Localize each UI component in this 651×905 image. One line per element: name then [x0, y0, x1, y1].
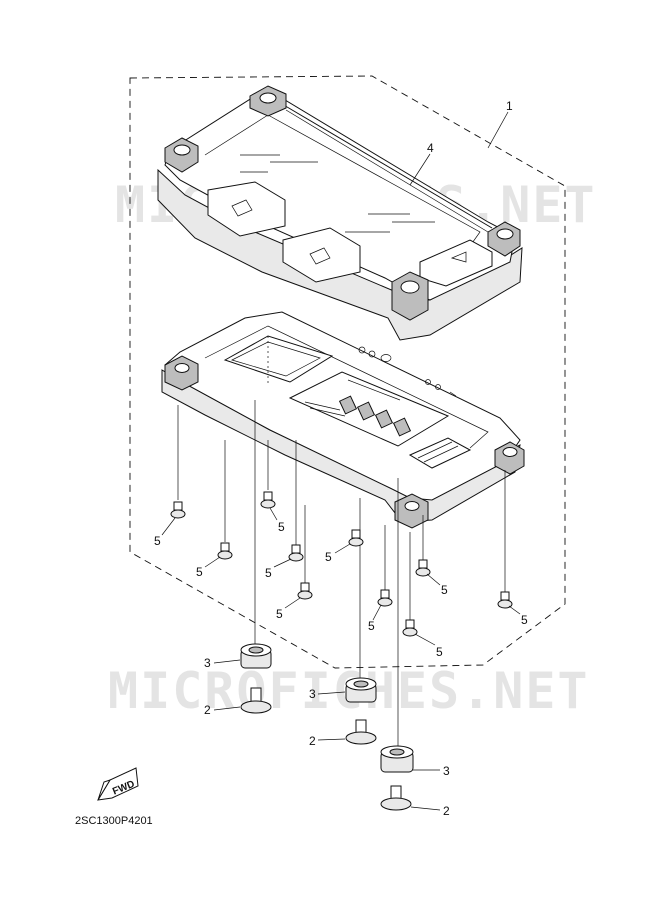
cover-rim-inner [285, 109, 489, 233]
callout-3: 3 [204, 656, 211, 670]
callout-3: 3 [309, 687, 316, 701]
grommet-2 [345, 677, 377, 703]
meter-case [161, 311, 525, 529]
callout-5: 5 [265, 566, 272, 580]
callout-2: 2 [204, 703, 211, 717]
fwd-arrow-icon: FWD [97, 767, 139, 801]
collar-3 [380, 785, 412, 811]
lcd-digits [304, 379, 412, 437]
callout-5: 5 [154, 534, 161, 548]
leader-lines [161, 111, 521, 811]
screw [297, 582, 313, 600]
callout-5: 5 [436, 645, 443, 659]
callout-3: 3 [443, 764, 450, 778]
screw-group [170, 491, 513, 637]
callout-2: 2 [309, 734, 316, 748]
callout-5: 5 [368, 619, 375, 633]
cover-boss-right [487, 221, 521, 257]
screw [288, 544, 304, 562]
callout-5: 5 [278, 520, 285, 534]
screw [260, 491, 276, 509]
grommet-1 [240, 643, 272, 669]
case-boss-bottom [394, 493, 429, 529]
lcd-window-left [223, 335, 334, 383]
case-boss-right [494, 441, 525, 475]
screw [497, 591, 513, 609]
assembly-boundary [129, 75, 566, 669]
screw [170, 501, 186, 519]
cover-markings [240, 154, 435, 233]
screw [217, 542, 233, 560]
cover-boss-left [164, 137, 199, 173]
screw [348, 529, 364, 547]
cover-boss-top [249, 85, 287, 117]
meter-cover [157, 85, 523, 341]
cover-rim [281, 103, 493, 229]
case-inner-edge [204, 325, 489, 449]
collar-1 [240, 687, 272, 714]
callout-5: 5 [196, 565, 203, 579]
assembly-guide-lines [177, 336, 506, 752]
indicator-lamps [358, 346, 457, 397]
screw [402, 619, 418, 637]
callout-5: 5 [325, 550, 332, 564]
callout-4: 4 [427, 141, 434, 155]
case-connector [408, 437, 472, 469]
screw [415, 559, 431, 577]
screw [377, 589, 393, 607]
grommet-3 [380, 745, 414, 773]
cover-button-middle [282, 227, 361, 283]
case-boss-left [164, 355, 199, 391]
callout-1: 1 [506, 99, 513, 113]
callout-5: 5 [276, 607, 283, 621]
callout-5: 5 [521, 613, 528, 627]
collar-2 [345, 719, 377, 745]
cover-inner-edge [204, 114, 481, 247]
diagram-code: 2SC1300P4201 [75, 815, 153, 827]
callout-5: 5 [441, 583, 448, 597]
cover-boss-bottom [391, 271, 429, 321]
cover-button-left [207, 181, 286, 237]
callout-2: 2 [443, 804, 450, 818]
